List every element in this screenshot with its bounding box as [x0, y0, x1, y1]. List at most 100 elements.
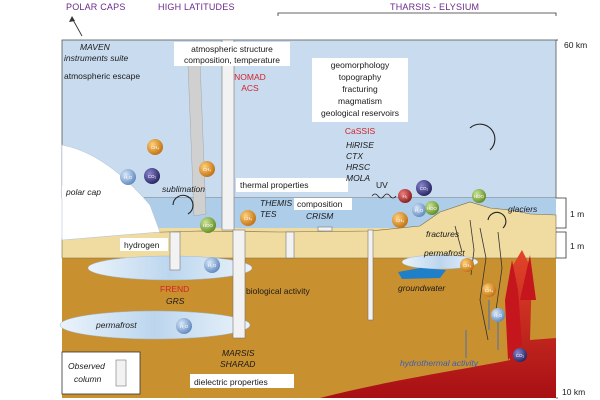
label-instruments-suite: instruments suite [64, 53, 129, 63]
molecule-h2o: H₂O [491, 308, 505, 322]
column-high-atm [221, 39, 235, 231]
scale-bottom-10km: 10 km [562, 387, 585, 397]
upward-arrows [465, 300, 499, 358]
magma-dike [505, 260, 522, 360]
molecule-h2o: H₂O [176, 318, 192, 334]
magma-dike-2 [520, 255, 536, 300]
molecule-hdo: HDO [472, 189, 486, 203]
label-permafrost-left: permafrost [95, 320, 137, 330]
molecule-hdo: HDO [200, 217, 216, 233]
molecule-label: H₂O [208, 263, 217, 268]
column-hydrogen [169, 231, 181, 271]
uv-ray [371, 193, 397, 199]
label-ctx: CTX [346, 151, 363, 161]
label-biological-activity: biological activity [246, 286, 311, 296]
scale-upper-1m: 1 m [570, 209, 584, 219]
label-themis: THEMIS [260, 198, 292, 208]
magma-chamber [320, 250, 556, 398]
molecule-hdo: HDO [425, 201, 439, 215]
molecule-ch4: CH₄ [147, 139, 163, 155]
label-cassis: CaSSIS [345, 126, 376, 136]
label-maven: MAVEN [80, 42, 111, 52]
polar-cap-box [62, 186, 108, 198]
hydrogen-box [120, 238, 168, 251]
molecule-h2: H₂ [398, 189, 412, 203]
column-marsis [232, 229, 246, 339]
label-atm-structure-2: composition, temperature [184, 55, 280, 65]
molecule-label: HDO [427, 206, 437, 211]
molecule-ch4: CH₄ [240, 210, 256, 226]
label-sublimation: sublimation [162, 184, 205, 194]
molecule-label: CH₄ [151, 145, 159, 150]
header-polar-caps: POLAR CAPS [66, 2, 126, 12]
label-marsis: MARSIS [222, 348, 255, 358]
groundwater-pool [398, 268, 446, 279]
label-glaciers: glaciers [508, 204, 538, 214]
thermal-box [236, 178, 348, 192]
scale-lower-1m: 1 m [570, 241, 584, 251]
escape-arrow-head [69, 16, 75, 22]
circulation-arrows [172, 123, 507, 229]
legend-box [61, 351, 141, 395]
legend-column: column [74, 374, 102, 384]
column-crism [317, 226, 333, 232]
molecule-label: CO₂ [420, 186, 429, 191]
label-hirise: HiRISE [346, 140, 374, 150]
molecule-label: HDO [203, 223, 213, 228]
molecule-co2: CO₂ [416, 180, 432, 196]
label-hydrothermal-activity: hydrothermal activity [400, 358, 479, 368]
molecule-label: CH₄ [203, 167, 211, 172]
upper-atmosphere [61, 39, 557, 199]
molecule-label: CH₄ [463, 263, 471, 268]
molecule-label: CO₂ [148, 174, 157, 179]
molecule-label: HDO [474, 194, 484, 199]
molecule-ch4: CH₄ [392, 212, 408, 228]
polar-cap [61, 144, 161, 241]
geo-box [312, 58, 408, 122]
label-thermal-properties: thermal properties [240, 180, 309, 190]
label-permafrost-right: permafrost [423, 248, 465, 258]
label-frend: FREND [160, 284, 189, 294]
label-groundwater: groundwater [398, 283, 446, 293]
permafrost-lens-lower [59, 310, 251, 340]
molecule-label: H₂O [124, 175, 133, 180]
molecule-label: H₂O [415, 208, 424, 213]
label-crism: CRISM [306, 211, 334, 221]
scale-bar [556, 39, 567, 399]
label-atmospheric-escape: atmospheric escape [64, 71, 140, 81]
molecule-label: CO₂ [516, 353, 525, 358]
molecule-label: CH₄ [396, 218, 404, 223]
molecule-label: H₂O [494, 313, 503, 318]
label-geomorphology: geomorphology [331, 60, 390, 70]
label-hrsc: HRSC [346, 162, 371, 172]
molecule-ch4: CH₄ [482, 283, 496, 297]
label-polar-cap: polar cap [65, 187, 101, 197]
label-fracturing: fracturing [342, 84, 378, 94]
label-mola: MOLA [346, 173, 370, 183]
region-bracket [277, 12, 557, 16]
label-sharad: SHARAD [220, 359, 255, 369]
label-nomad: NOMAD [234, 72, 266, 82]
label-fractures: fractures [426, 229, 460, 239]
molecule-label: H₂ [403, 194, 408, 199]
label-uv: UV [376, 180, 388, 190]
column-deep [367, 229, 374, 321]
molecule-label: H₂O [180, 324, 189, 329]
label-grs: GRS [166, 296, 185, 306]
molecule-ch4: CH₄ [199, 161, 215, 177]
label-composition: composition [297, 199, 343, 209]
molecule-h2o: H₂O [412, 203, 426, 217]
atm-structure-box [174, 42, 290, 66]
label-tes: TES [260, 209, 277, 219]
label-topography: topography [339, 72, 382, 82]
label-magmatism: magmatism [338, 96, 382, 106]
label-geological-reservoirs: geological reservoirs [321, 108, 399, 118]
composition-box [294, 198, 352, 210]
molecule-h2o: H₂O [120, 169, 136, 185]
legend-column-swatch [115, 359, 127, 387]
header-high-latitudes: HIGH LATITUDES [158, 2, 235, 12]
column-themis [285, 231, 295, 259]
label-dielectric-properties: dielectric properties [194, 377, 268, 387]
molecule-co2: CO₂ [144, 168, 160, 184]
